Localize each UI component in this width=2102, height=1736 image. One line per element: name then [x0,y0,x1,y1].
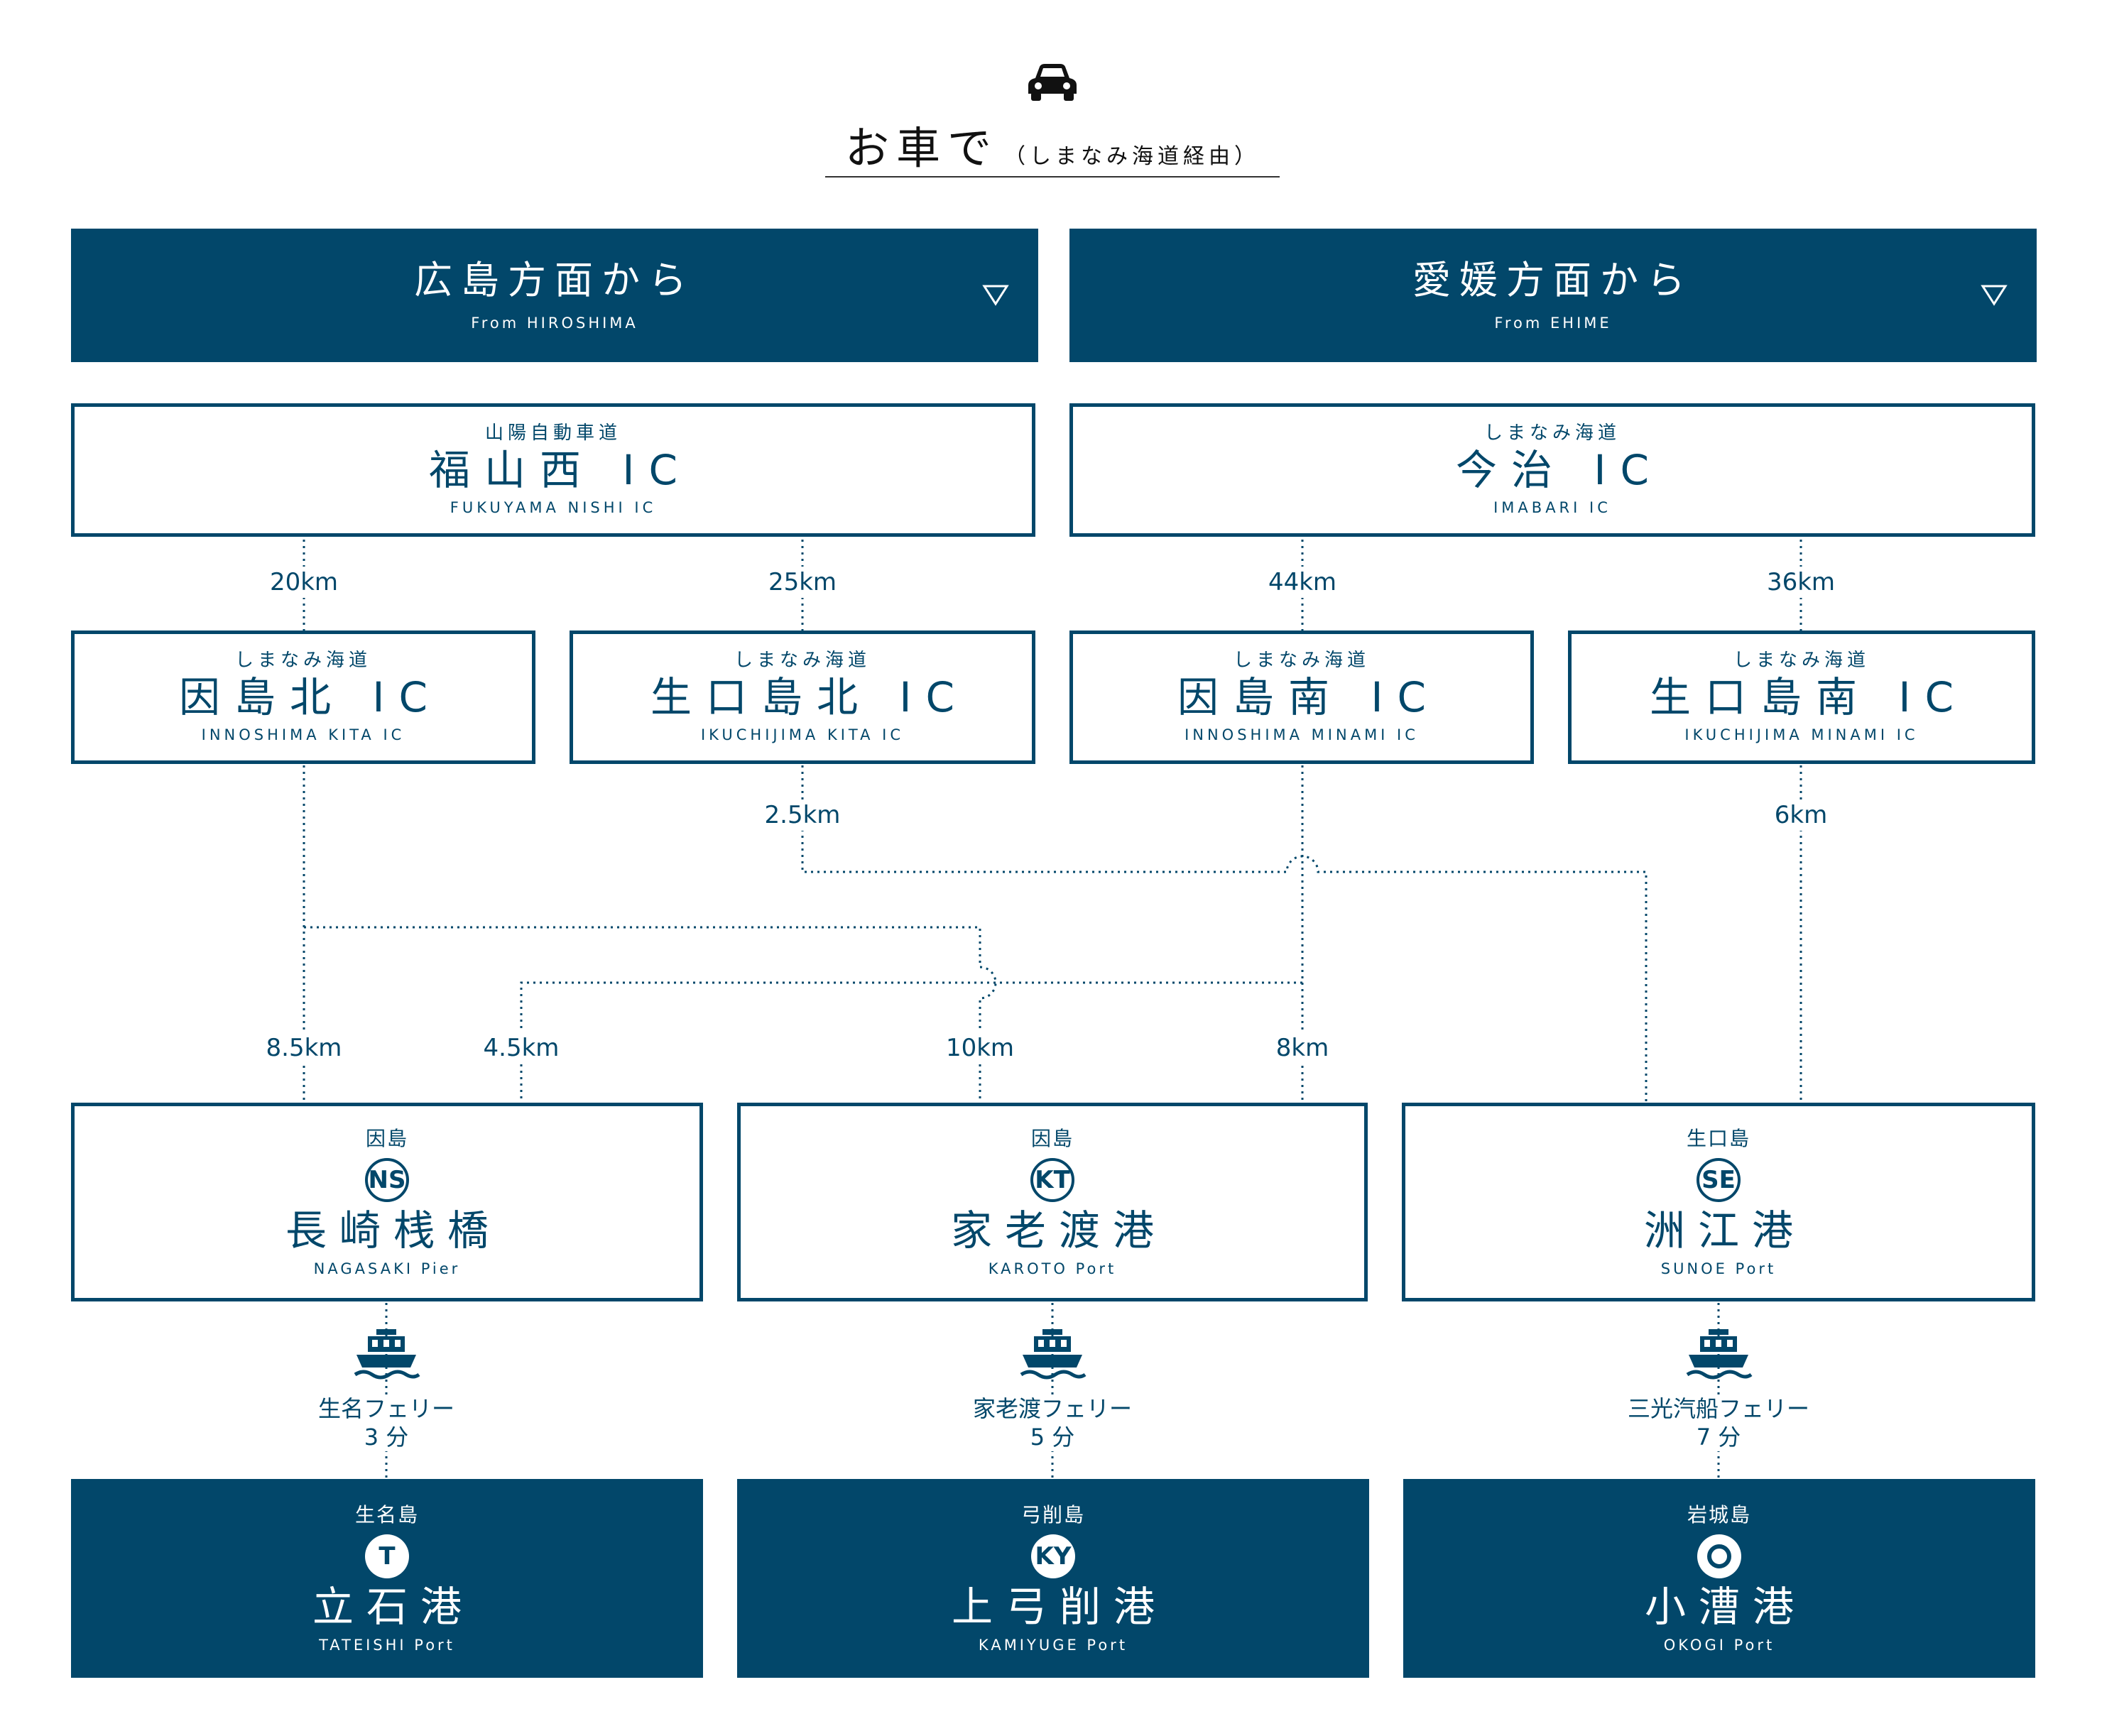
triangle-down-icon[interactable] [1980,283,2008,307]
island-name: 岩城島 [1687,1503,1751,1527]
distance-label: 8km [1231,1032,1373,1064]
distance-label: 10km [909,1032,1051,1064]
island-name: 因島 [1030,1127,1074,1151]
ring-icon [1697,1534,1741,1578]
island-name: 弓削島 [1020,1503,1085,1527]
destination-box-tateishi: 生名島 T 立石港 TATEISHI Port [71,1479,703,1678]
island-name: 生名島 [354,1503,419,1527]
island-name: 因島 [365,1127,408,1151]
ic-box-innoshima-kita: しまなみ海道 因島北 IC INNOSHIMA KITA IC [71,630,535,764]
island-name: 生口島 [1686,1127,1750,1151]
distance-label: 44km [1231,567,1373,598]
ic-name-en: IKUCHIJIMA KITA IC [700,726,905,744]
ic-name-en: FUKUYAMA NISHI IC [450,499,657,517]
ferry-name: 生名フェリー [317,1395,454,1422]
ic-box-ikuchijima-minami: しまなみ海道 生口島南 IC IKUCHIJIMA MINAMI IC [1568,630,2035,764]
ic-name: 今治 IC [1455,445,1664,494]
ic-name-en: INNOSHIMA MINAMI IC [1185,726,1419,744]
direction-tab-ehime[interactable]: 愛媛方面から From EHIME [1069,229,2037,362]
port-name-en: OKOGI Port [1663,1636,1775,1654]
port-name: 立石港 [312,1583,474,1631]
car-icon [1025,61,1079,102]
direction-jp-label: 愛媛方面から [1412,258,1694,303]
port-name: 上弓削港 [951,1583,1167,1631]
ic-box-fukuyama-nishi: 山陽自動車道 福山西 IC FUKUYAMA NISHI IC [71,403,1035,537]
ic-name-en: IMABARI IC [1493,499,1611,517]
ic-name-en: IKUCHIJIMA MINAMI IC [1684,726,1919,744]
ferry-icon [1686,1329,1753,1380]
port-code-badge: NS [365,1158,409,1202]
ic-name-en: INNOSHIMA KITA IC [201,726,405,744]
port-code-badge: KT [1030,1158,1074,1202]
ic-name: 生口島北 IC [650,672,969,721]
distance-label: 25km [731,567,873,598]
road-name: しまなみ海道 [1483,422,1621,444]
port-name-en: KAMIYUGE Port [978,1636,1128,1654]
ic-name: 因島北 IC [178,672,442,721]
ferry-label: 三光汽船フェリー 7 分 [1576,1394,1861,1451]
port-name: 家老渡港 [950,1206,1167,1255]
road-name: 山陽自動車道 [484,422,621,444]
destination-box-okogi: 岩城島 小漕港 OKOGI Port [1403,1479,2035,1678]
distance-label: 36km [1730,567,1872,598]
distance-label: 2.5km [731,799,873,831]
ferry-name: 三光汽船フェリー [1627,1395,1809,1422]
destination-box-kamiyuge: 弓削島 KY 上弓削港 KAMIYUGE Port [737,1479,1369,1678]
ferry-icon [1020,1329,1087,1380]
ferry-label: 生名フェリー 3 分 [244,1394,528,1451]
port-name-en: SUNOE Port [1660,1260,1777,1277]
triangle-down-icon[interactable] [981,283,1010,307]
ferry-icon [354,1329,420,1380]
distance-label: 6km [1730,799,1872,831]
ic-box-innoshima-minami: しまなみ海道 因島南 IC INNOSHIMA MINAMI IC [1069,630,1534,764]
ic-box-imabari: しまなみ海道 今治 IC IMABARI IC [1069,403,2035,537]
direction-tab-hiroshima[interactable]: 広島方面から From HIROSHIMA [71,229,1038,362]
port-box-karoto: 因島 KT 家老渡港 KAROTO Port [737,1103,1368,1301]
port-name: 洲江港 [1643,1206,1806,1255]
port-name-en: KAROTO Port [988,1260,1117,1277]
direction-en-label: From EHIME [1494,314,1612,332]
ic-name: 福山西 IC [428,445,692,494]
ferry-time: 5 分 [1030,1424,1075,1451]
distance-label: 4.5km [450,1032,592,1064]
ferry-time: 7 分 [1696,1424,1741,1451]
page-title-main: お車で [844,122,998,174]
ferry-label: 家老渡フェリー 5 分 [910,1394,1194,1451]
port-code-badge: KY [1031,1534,1075,1578]
distance-label: 8.5km [233,1032,375,1064]
port-code-badge: T [365,1534,409,1578]
road-name: しまなみ海道 [1733,649,1870,671]
ferry-time: 3 分 [364,1424,409,1451]
direction-en-label: From HIROSHIMA [471,314,638,332]
ferry-name: 家老渡フェリー [972,1395,1132,1422]
page-title: お車で （しまなみ海道経由） [825,112,1280,174]
ic-name: 因島南 IC [1177,672,1441,721]
port-name: 小漕港 [1644,1583,1807,1631]
road-name: しまなみ海道 [234,649,371,671]
page-title-sub: （しまなみ海道経由） [1004,144,1260,169]
port-name-en: TATEISHI Port [319,1636,455,1654]
port-box-nagasaki: 因島 NS 長崎桟橋 NAGASAKI Pier [71,1103,703,1301]
direction-jp-label: 広島方面から [414,258,695,303]
port-code-badge: SE [1697,1158,1741,1202]
port-box-sunoe: 生口島 SE 洲江港 SUNOE Port [1402,1103,2035,1301]
road-name: しまなみ海道 [734,649,871,671]
port-name-en: NAGASAKI Pier [313,1260,461,1277]
distance-label: 20km [233,567,375,598]
road-name: しまなみ海道 [1233,649,1370,671]
ic-box-ikuchijima-kita: しまなみ海道 生口島北 IC IKUCHIJIMA KITA IC [570,630,1035,764]
title-underline [825,176,1280,178]
port-name: 長崎桟橋 [285,1206,501,1255]
ic-name: 生口島南 IC [1649,672,1968,721]
